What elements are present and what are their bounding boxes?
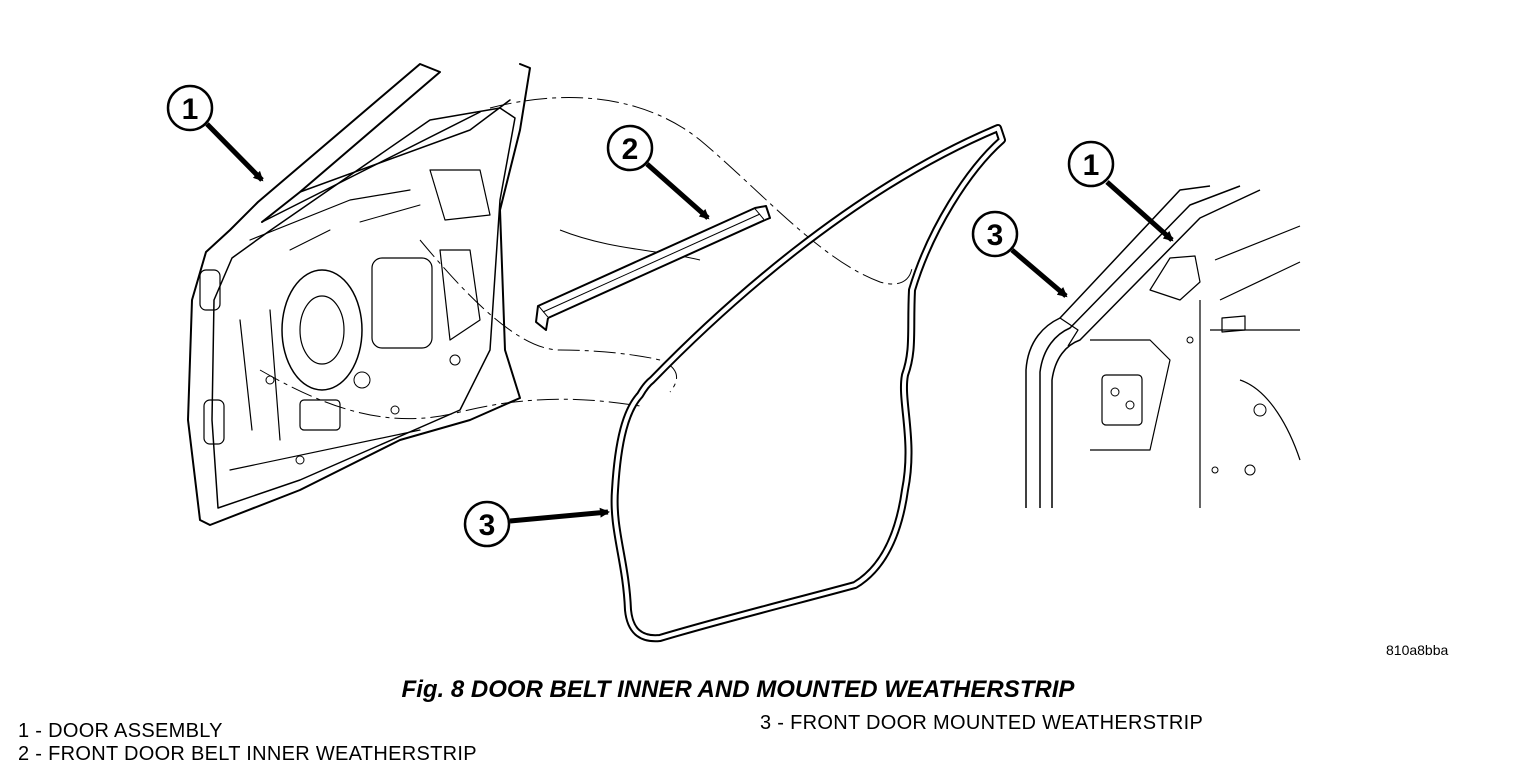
callout-mounted-weatherstrip: 3: [463, 500, 610, 548]
callout-detail-mounted-weatherstrip: 3: [971, 210, 1068, 298]
legend-item-3: 3 - FRONT DOOR MOUNTED WEATHERSTRIP: [760, 712, 1204, 734]
callout-label-detail-1: 1: [1083, 149, 1100, 182]
callout-detail-door-assembly: 1: [1067, 140, 1174, 242]
installation-guide-lines: [259, 97, 913, 420]
belt-weatherstrip-drawing: [535, 205, 771, 331]
callout-door-assembly: 1: [166, 84, 264, 182]
callout-label-3: 3: [479, 509, 496, 542]
callout-label-detail-3: 3: [987, 219, 1004, 252]
legend-item-1: 1 - DOOR ASSEMBLY: [18, 720, 223, 742]
mounted-weatherstrip-drawing: [610, 124, 1006, 643]
figure-code: 810a8bba: [1386, 642, 1449, 658]
legend-item-2: 2 - FRONT DOOR BELT INNER WEATHERSTRIP: [18, 743, 477, 765]
door-assembly-drawing: [187, 63, 531, 526]
detail-view-drawing: [1025, 185, 1301, 508]
callout-label-2: 2: [622, 133, 639, 166]
callout-belt-weatherstrip: 2: [606, 124, 710, 220]
figure-caption: Fig. 8 DOOR BELT INNER AND MOUNTED WEATH…: [401, 676, 1075, 703]
callout-label-1: 1: [182, 93, 199, 126]
